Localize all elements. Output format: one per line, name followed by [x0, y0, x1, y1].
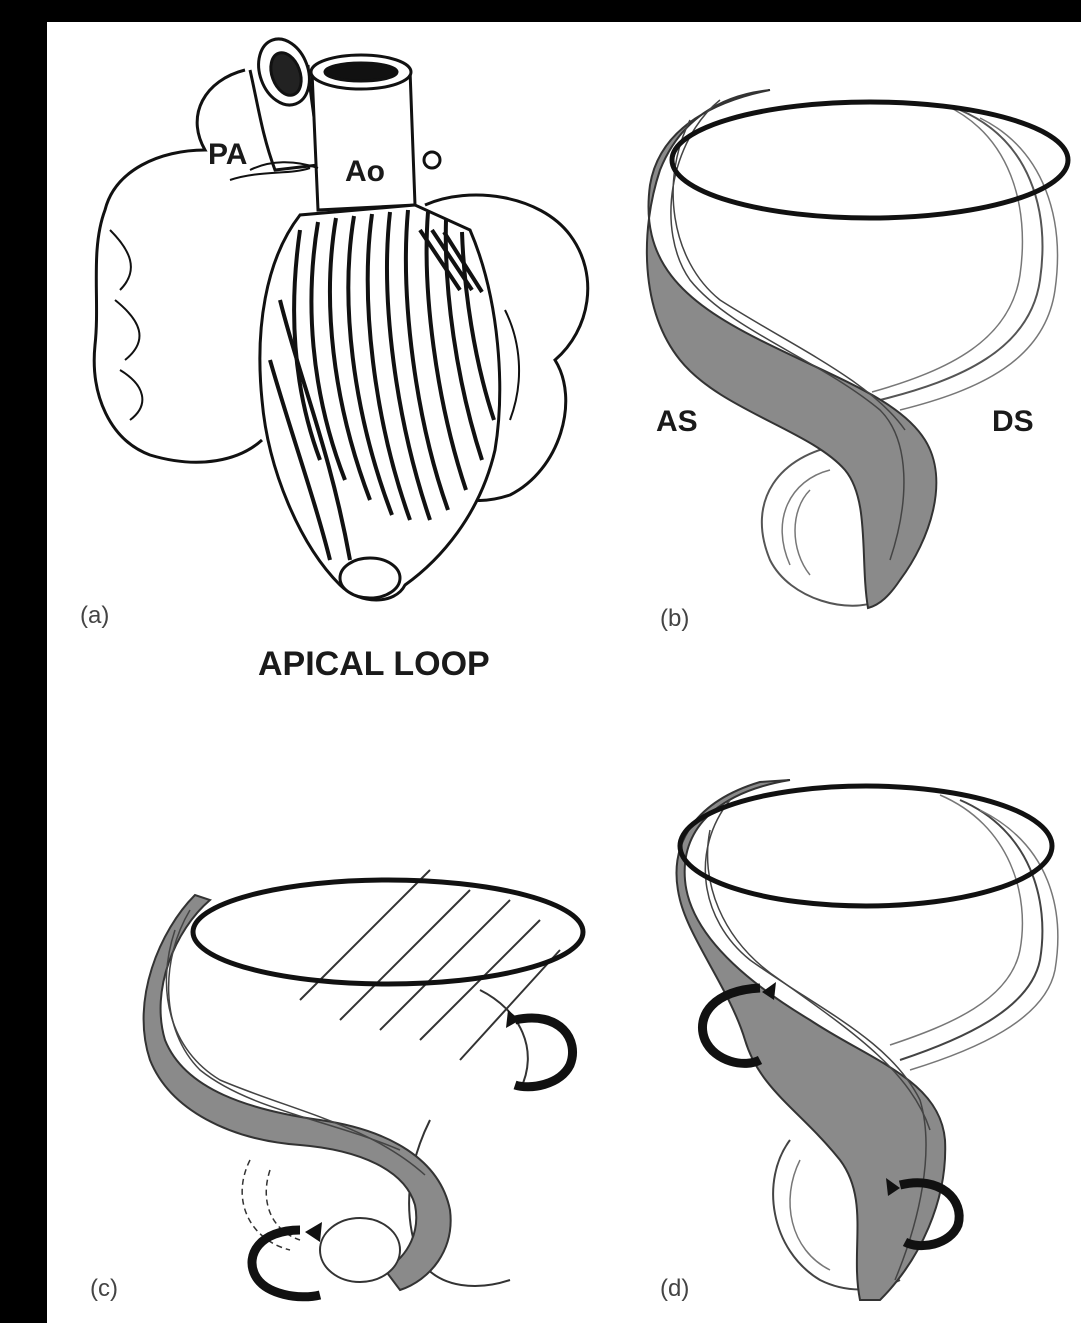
helical-band-diagram-d: [677, 780, 1058, 1300]
ds-label: DS: [992, 405, 1034, 439]
panel-d-label: (d): [660, 1275, 689, 1303]
pa-label: PA: [208, 138, 247, 172]
panel-a-label: (a): [80, 602, 109, 630]
ao-label: Ao: [345, 155, 385, 189]
panel-b-label: (b): [660, 605, 689, 633]
helical-band-diagram-c: [144, 870, 583, 1297]
as-label: AS: [656, 405, 698, 439]
panel-c-label: (c): [90, 1275, 118, 1303]
helical-band-diagram-b: [647, 90, 1068, 608]
apical-loop-caption: APICAL LOOP: [258, 645, 490, 684]
